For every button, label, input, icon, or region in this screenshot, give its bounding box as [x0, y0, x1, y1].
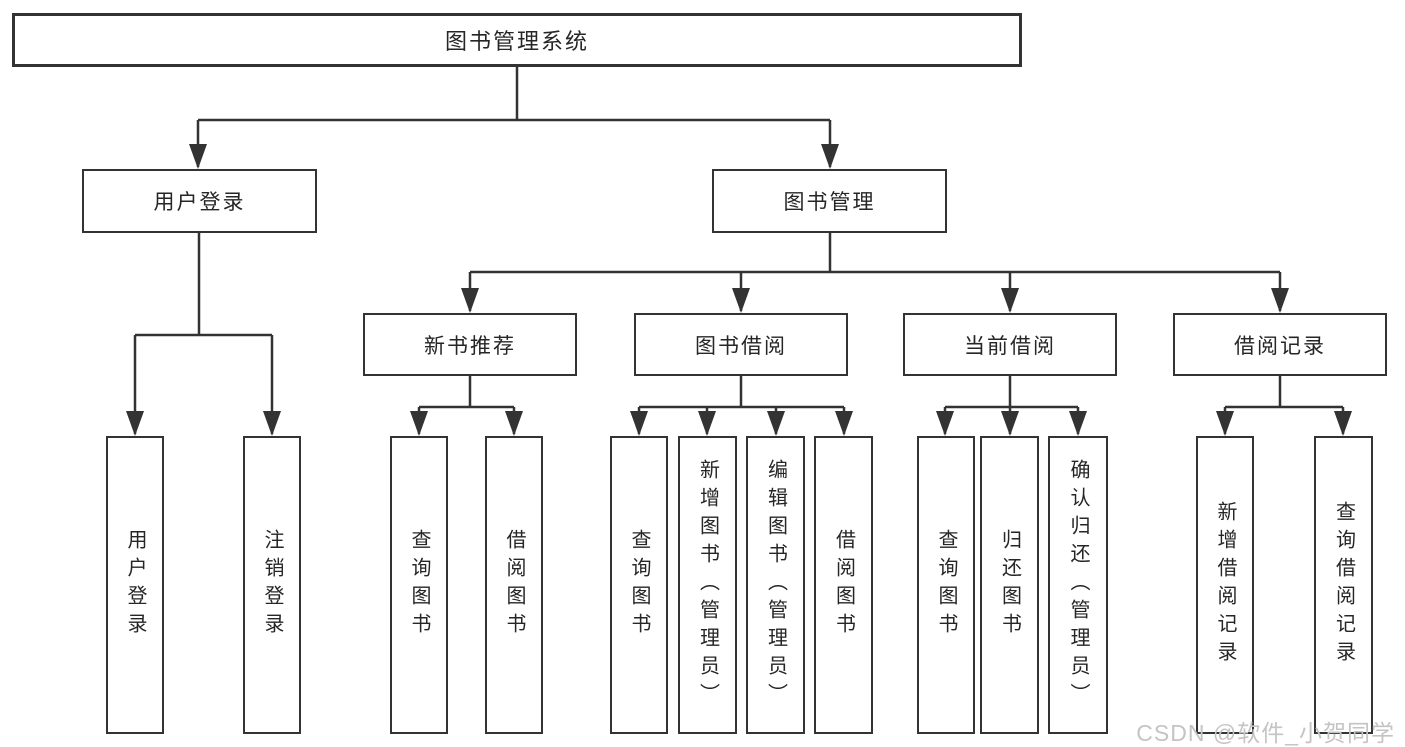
node-new-book-recommend: 新书推荐 — [363, 313, 577, 376]
node-book-management: 图书管理 — [712, 169, 947, 233]
node-label: 图书管理 — [783, 191, 876, 214]
node-label: 查询图书 — [408, 529, 430, 641]
connector-current-borrow-group — [936, 376, 1087, 436]
connector-borrow-record-group — [1216, 376, 1352, 436]
connector-new-book-group — [410, 376, 523, 436]
node-label: 编辑图书（管理员） — [764, 459, 787, 711]
node-label: 用户登录 — [124, 529, 146, 641]
node-label: 查询图书 — [935, 529, 957, 641]
node-leaf-borrow-books: 借阅图书 — [485, 436, 543, 734]
node-label: 新书推荐 — [424, 334, 516, 358]
node-leaf-add-books-admin: 新增图书（管理员） — [678, 436, 737, 734]
node-label: 查询借阅记录 — [1332, 501, 1355, 669]
node-label: 归还图书 — [998, 529, 1021, 641]
node-label: 借阅记录 — [1234, 334, 1326, 358]
node-leaf-add-borrow-record: 新增借阅记录 — [1196, 436, 1254, 734]
node-label: 新增借阅记录 — [1214, 501, 1236, 669]
node-leaf-query-borrow-record: 查询借阅记录 — [1314, 436, 1373, 734]
node-borrow-record: 借阅记录 — [1173, 313, 1387, 376]
node-leaf-return-books: 归还图书 — [980, 436, 1039, 734]
node-label: 注销登录 — [261, 529, 283, 641]
node-user-login: 用户登录 — [82, 169, 317, 233]
node-leaf-query-books-2: 查询图书 — [610, 436, 668, 734]
node-current-borrow: 当前借阅 — [903, 313, 1117, 376]
node-leaf-logout: 注销登录 — [243, 436, 301, 734]
node-label: 当前借阅 — [964, 334, 1056, 358]
node-label: 新增图书（管理员） — [696, 459, 719, 711]
node-leaf-query-books: 查询图书 — [390, 436, 448, 734]
node-label: 用户登录 — [153, 191, 246, 214]
node-leaf-borrow-books-2: 借阅图书 — [814, 436, 873, 734]
node-leaf-confirm-return-admin: 确认归还（管理员） — [1048, 436, 1108, 734]
node-leaf-user-login: 用户登录 — [106, 436, 164, 734]
node-label: 图书借阅 — [695, 334, 787, 358]
node-label: 借阅图书 — [832, 529, 855, 641]
connector-user-login-to-leaves — [126, 233, 281, 436]
csdn-watermark: CSDN @软件_小贺同学 — [1136, 720, 1395, 746]
connector-book-borrow-group — [630, 376, 853, 436]
node-label: 查询图书 — [628, 529, 650, 641]
node-label: 图书管理系统 — [444, 29, 589, 54]
node-library-management-system: 图书管理系统 — [12, 13, 1022, 67]
node-label: 借阅图书 — [503, 529, 525, 641]
connector-book-management-to-groups — [461, 233, 1289, 313]
connector-root-to-branches — [189, 67, 839, 169]
node-book-borrow: 图书借阅 — [634, 313, 848, 376]
node-label: 确认归还（管理员） — [1067, 459, 1089, 711]
node-leaf-query-books-3: 查询图书 — [917, 436, 975, 734]
node-leaf-edit-books-admin: 编辑图书（管理员） — [746, 436, 805, 734]
